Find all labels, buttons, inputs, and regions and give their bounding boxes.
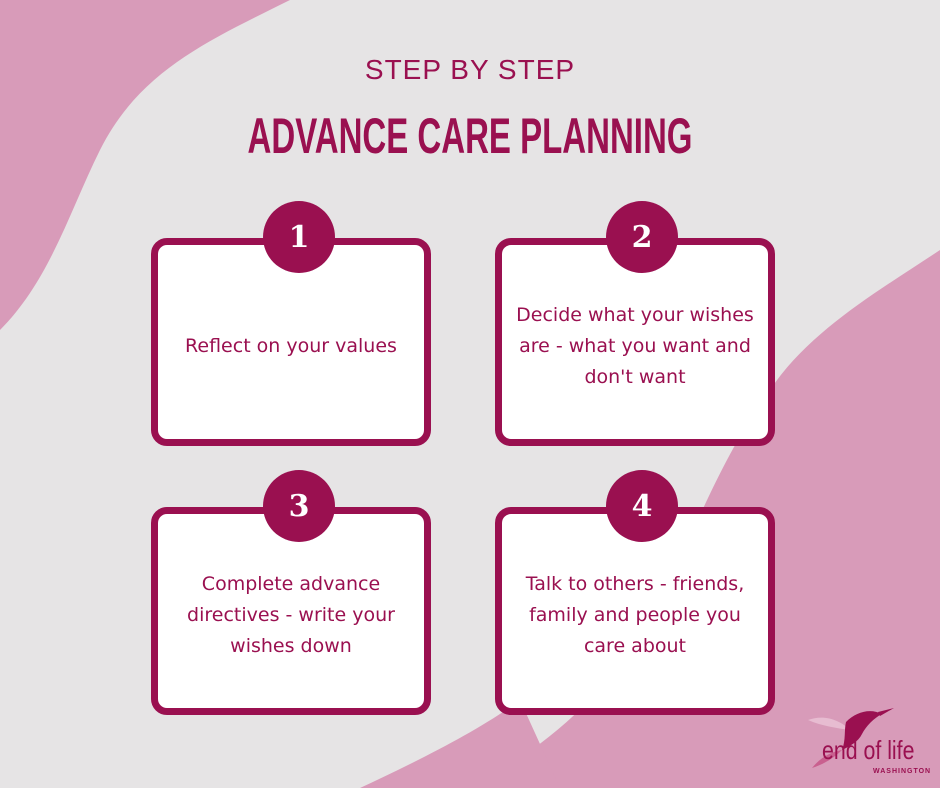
logo-name: end of life [822,735,915,765]
step-text: Complete advance directives - write your… [187,572,395,657]
step-text: Reflect on your values [185,334,397,357]
step-number-badge: 1 [263,201,335,273]
page-subtitle: STEP BY STEP [364,54,576,85]
step-text: Decide what your wishes are - what you w… [516,303,754,388]
bottom-left-blob [360,700,560,788]
step-number-badge: 4 [606,470,678,542]
top-left-blob [0,0,290,330]
step-card-3: Complete advance directives - write your… [151,507,431,715]
logo-region: WASHINGTON [873,768,932,775]
hummingbird-icon [798,702,894,768]
step-card-2: Decide what your wishes are - what you w… [495,238,775,446]
step-card-1: Reflect on your values [151,238,431,446]
step-text: Talk to others - friends, family and peo… [525,572,745,657]
page-title: ADVANCE CARE PLANNING [247,108,693,164]
step-number-badge: 3 [263,470,335,542]
step-number-badge: 2 [606,201,678,273]
